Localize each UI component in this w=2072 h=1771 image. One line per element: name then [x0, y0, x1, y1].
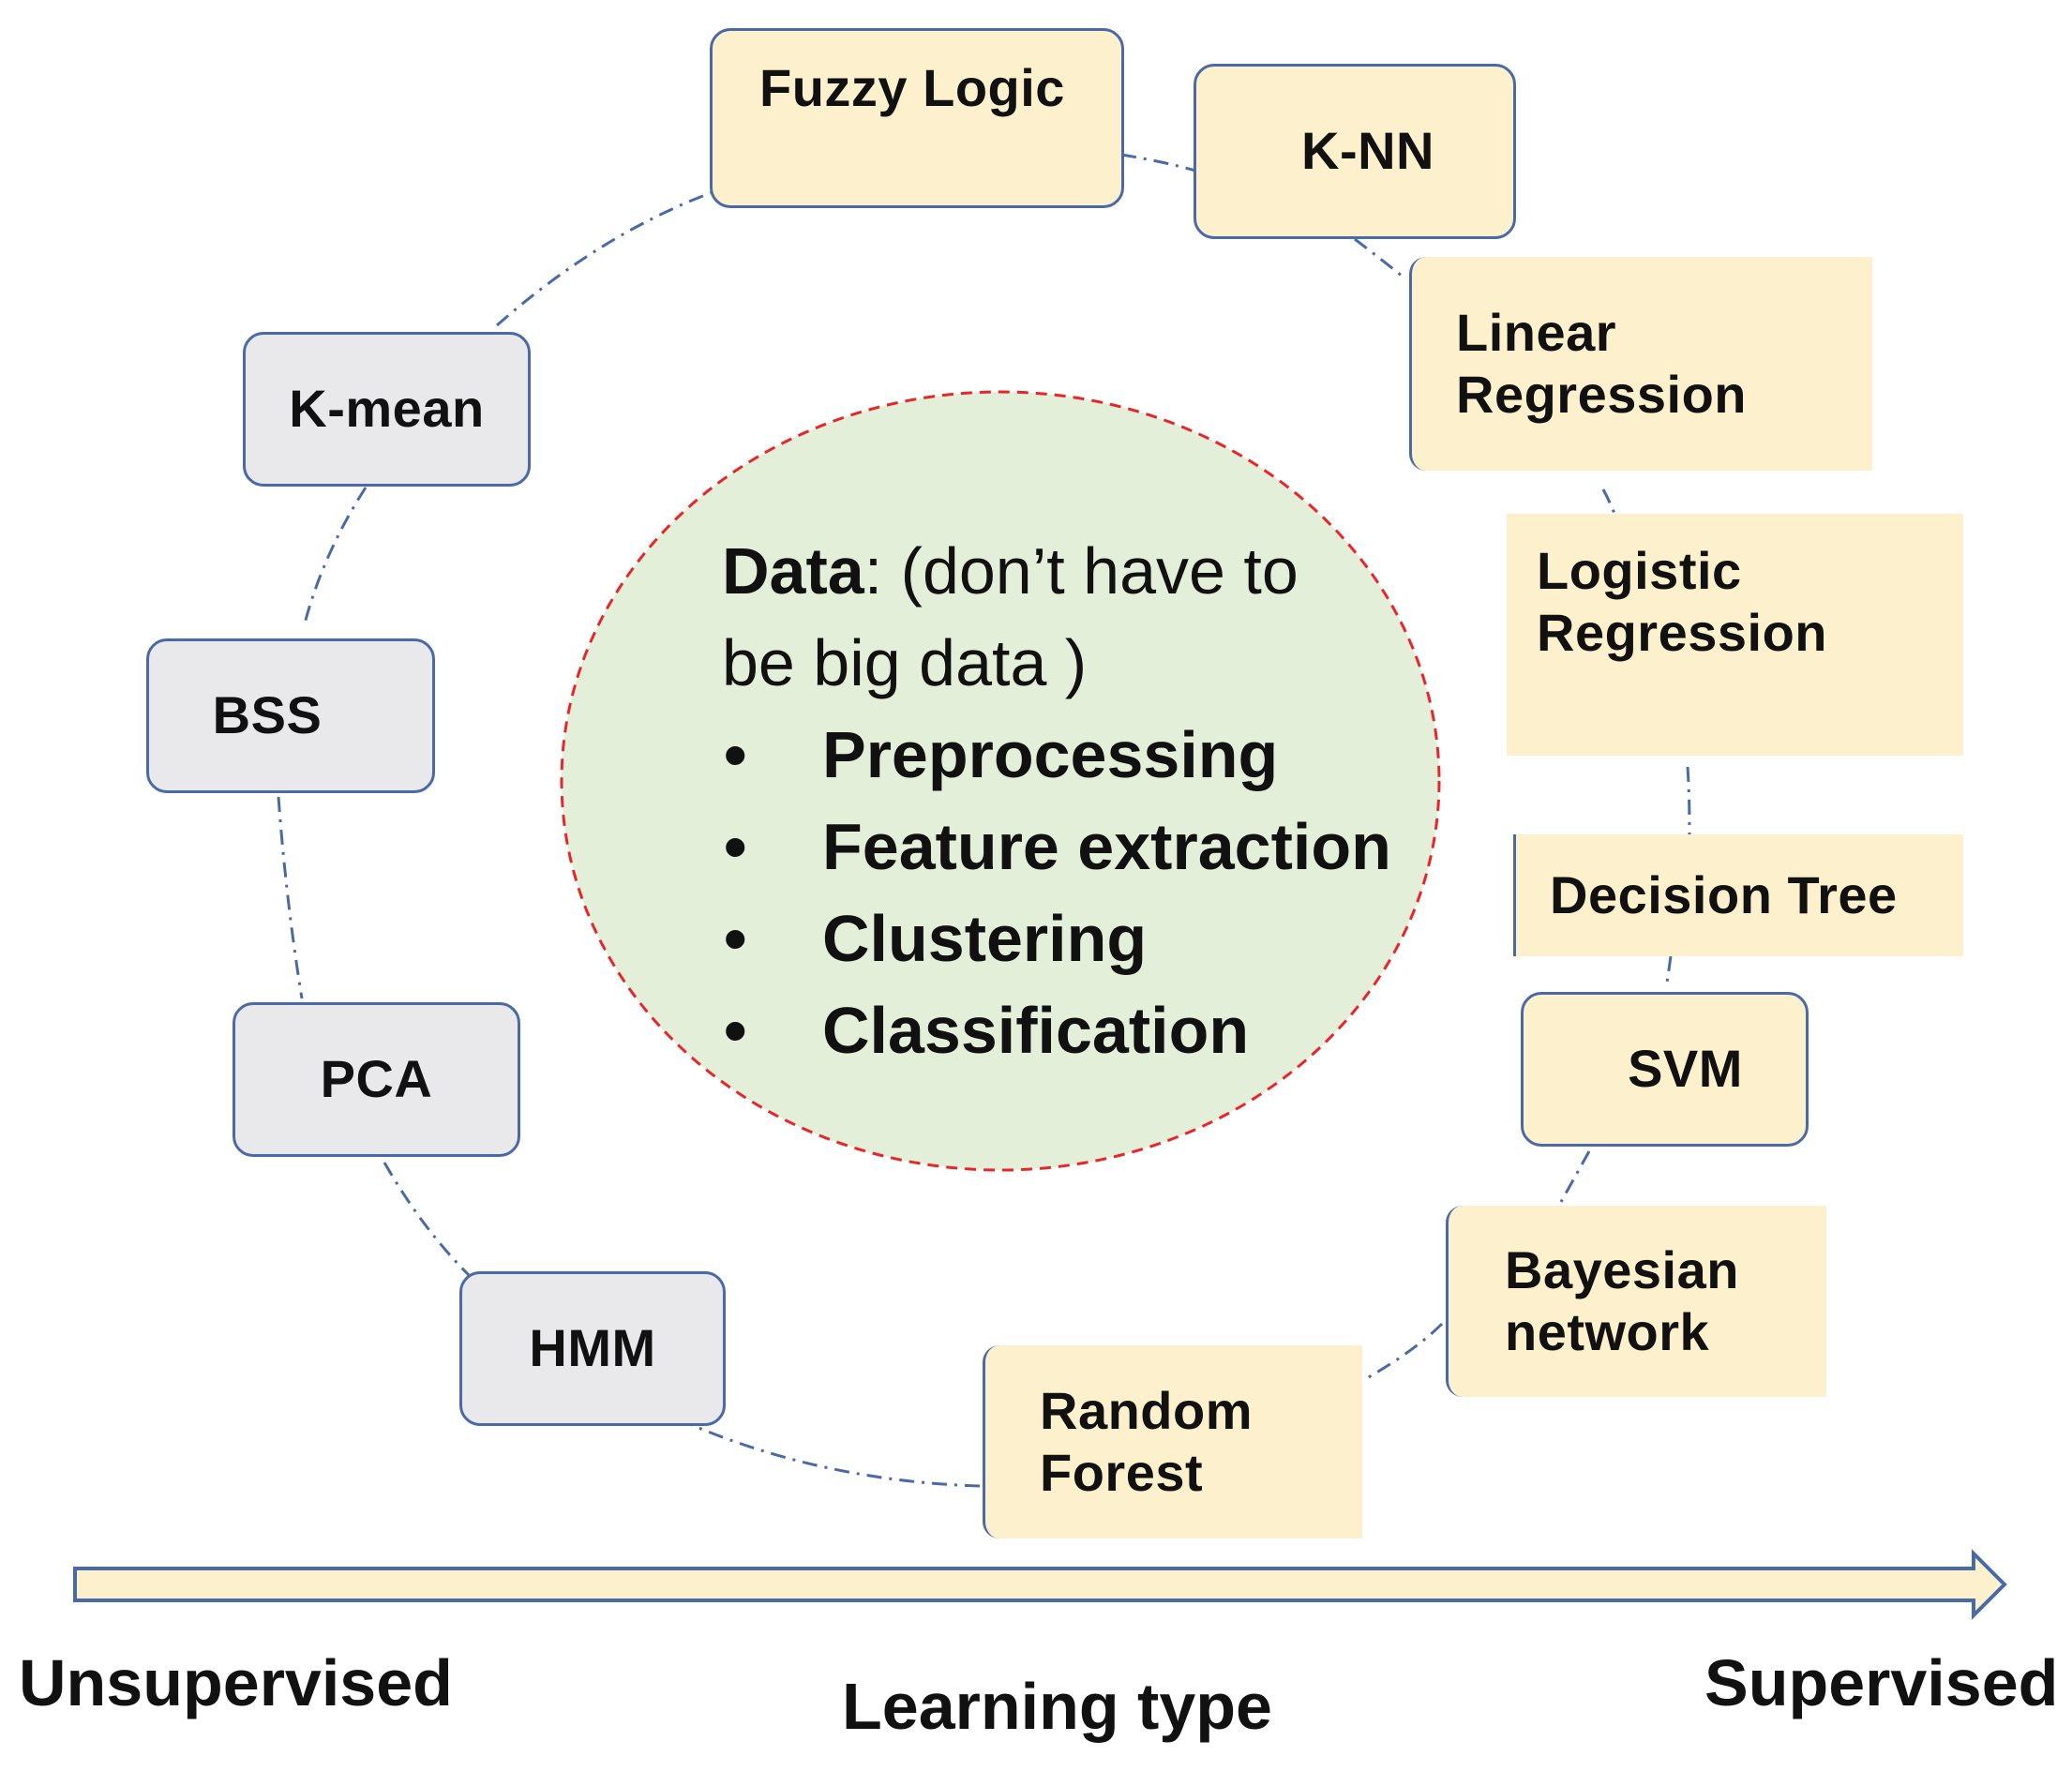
axis-label-learning-type: Learning type: [842, 1670, 1272, 1743]
bullet-text: Preprocessing: [822, 718, 1279, 791]
axis-label-unsupervised: Unsupervised: [19, 1646, 453, 1719]
connector-linear-logistic: [1601, 488, 1616, 515]
center-intro-line2: be big data ): [722, 626, 1088, 699]
connector-pca-bss: [277, 796, 304, 999]
node-label-line2: network: [1505, 1302, 1710, 1361]
connector-fuzzy-knn: [1120, 153, 1196, 173]
center-data-text: Data: (don’t have to be big data ) • Prep…: [722, 525, 1434, 1076]
bullet-text: Classification: [822, 994, 1250, 1067]
connector-lines: [277, 153, 1691, 1488]
node-label-line2: Forest: [1040, 1443, 1204, 1502]
bullet-item-classification: • Classification: [722, 984, 1434, 1076]
node-bss: BSS: [146, 638, 435, 793]
bullet-item-clustering: • Clustering: [722, 893, 1434, 984]
node-decision-tree: Decision Tree: [1513, 834, 1963, 956]
bullet-text: Feature extraction: [822, 810, 1391, 883]
connector-hmm-pca: [383, 1162, 471, 1277]
bullet-item-preprocessing: • Preprocessing: [722, 709, 1434, 801]
node-label: K-NN: [1301, 121, 1434, 181]
connector-forest-hmm: [691, 1423, 981, 1488]
node-label-stack: Bayesian network: [1505, 1239, 1739, 1363]
axis-label-supervised: Supervised: [1704, 1646, 2059, 1719]
node-logistic-regression: Logistic Regression: [1507, 514, 1963, 756]
node-label-line1: Bayesian: [1505, 1239, 1739, 1299]
connector-svm-bayesian: [1559, 1150, 1591, 1203]
node-pca: PCA: [233, 1002, 520, 1157]
center-data-ellipse: [560, 390, 1441, 1172]
bullet-dot: •: [724, 718, 747, 791]
node-label-stack: Random Forest: [1040, 1380, 1253, 1504]
node-label: HMM: [529, 1318, 656, 1378]
learning-type-arrow: [73, 1549, 2007, 1620]
node-random-forest: Random Forest: [983, 1345, 1362, 1538]
node-label: K-mean: [289, 379, 485, 439]
connector-decision-svm: [1665, 955, 1673, 983]
bullet-text: Clustering: [822, 902, 1148, 975]
node-label: BSS: [212, 685, 323, 745]
connector-kmean-fuzzy: [496, 190, 713, 327]
node-label-line1: Random: [1040, 1380, 1253, 1440]
node-linear-regression: Linear Regression: [1409, 257, 1872, 471]
node-label-line2: Regression: [1456, 365, 1747, 424]
node-svm: SVM: [1521, 992, 1809, 1147]
node-label: PCA: [320, 1049, 433, 1109]
node-label-line1: Linear: [1456, 302, 1617, 362]
bullet-dot: •: [724, 994, 747, 1067]
bullet-dot: •: [724, 810, 747, 883]
center-intro-line1: Data: (don’t have to: [722, 525, 1434, 617]
data-bold-label: Data: [722, 534, 864, 608]
node-label: SVM: [1628, 1039, 1743, 1099]
connector-logistic-decision: [1686, 766, 1691, 835]
node-bayesian-network: Bayesian network: [1446, 1206, 1826, 1397]
node-label: Decision Tree: [1550, 864, 1898, 924]
bullet-item-feature-extraction: • Feature extraction: [722, 801, 1434, 893]
connector-bss-kmean: [303, 487, 368, 624]
bullet-dot: •: [724, 902, 747, 975]
node-k-nn: K-NN: [1194, 64, 1516, 239]
node-hmm: HMM: [459, 1271, 726, 1426]
node-k-mean: K-mean: [243, 332, 531, 487]
connector-knn-linear: [1354, 237, 1407, 281]
node-label-stack: Linear Regression: [1456, 302, 1747, 426]
connector-bayesian-forest: [1366, 1322, 1444, 1380]
node-label-line1: Logistic: [1537, 541, 1742, 600]
node-label: Fuzzy Logic: [759, 58, 1065, 117]
node-fuzzy-logic: Fuzzy Logic: [710, 28, 1124, 208]
node-label-stack: Logistic Regression: [1537, 540, 1827, 664]
node-label-line2: Regression: [1537, 603, 1827, 663]
data-intro-rest: : (don’t have to: [863, 534, 1299, 608]
